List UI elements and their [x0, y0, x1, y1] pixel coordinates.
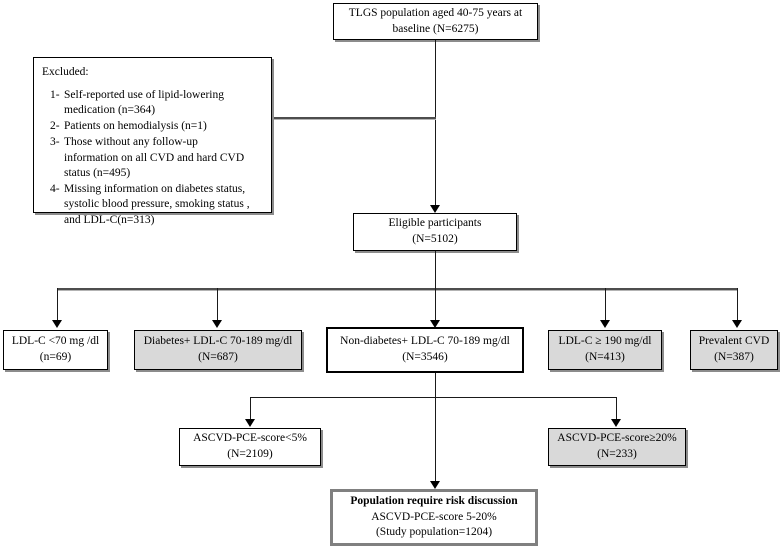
node-nondiabetes-ldlc-line2: (N=3546) — [402, 351, 448, 363]
excluded-item-text: Missing information on diabetes status, … — [64, 182, 271, 228]
node-eligible-line1: Eligible participants — [388, 217, 482, 230]
excluded-item-line3: and LDL-C(n=313) — [64, 213, 155, 226]
node-source-line1: TLGS population aged 40-75 years at — [348, 6, 523, 19]
excluded-item-number: 1- — [50, 88, 60, 101]
node-ldlc-over-190: LDL-C ≥ 190 mg/dl (N=413) — [548, 330, 662, 370]
node-prevalent-cvd: Prevalent CVD (N=387) — [690, 330, 778, 370]
node-final-title: Population require risk discussion — [350, 495, 518, 508]
connector-branch-1 — [57, 288, 58, 322]
connector-branch-3 — [435, 288, 436, 322]
node-ldlc-over-190-line1: LDL-C ≥ 190 mg/dl — [558, 335, 652, 348]
node-eligible-participants: Eligible participants (N=5102) — [353, 213, 517, 251]
arrowhead-eligible — [430, 205, 440, 213]
excluded-item-number: 4- — [50, 183, 60, 196]
connector-to-excluded — [272, 117, 436, 119]
connector-score-low — [250, 397, 251, 421]
node-ldlc-over-190-line2: (N=413) — [585, 351, 625, 363]
excluded-item-line2: information on all CVD and hard CVD — [64, 151, 245, 164]
connector-branch-5 — [737, 288, 738, 322]
arrowhead-score-high — [611, 419, 621, 427]
arrowhead-branch-2 — [212, 320, 222, 328]
excluded-item-line2: systolic blood pressure, smoking status … — [64, 198, 250, 211]
list-item: 3- Those without any follow-up informati… — [34, 135, 271, 181]
arrowhead-branch-1 — [52, 320, 62, 328]
excluded-item-number: 2- — [50, 120, 60, 133]
node-diabetes-ldlc: Diabetes+ LDL-C 70-189 mg/dl (N=687) — [134, 330, 302, 370]
arrowhead-score-low — [245, 419, 255, 427]
node-nondiabetes-ldlc: Non-diabetes+ LDL-C 70-189 mg/dl (N=3546… — [326, 327, 524, 373]
node-ldlc-under-70: LDL-C <70 mg /dl (n=69) — [3, 330, 108, 370]
node-final-line3: (Study population=1204) — [375, 526, 493, 539]
connector-branch-2 — [217, 288, 218, 322]
node-ldlc-under-70-line2: (n=69) — [39, 351, 72, 363]
excluded-item-line1: Missing information on diabetes status, — [64, 183, 246, 196]
excluded-item-line2: medication (n=364) — [64, 103, 156, 116]
arrowhead-branch-5 — [732, 320, 742, 328]
node-prevalent-cvd-line1: Prevalent CVD — [698, 335, 770, 348]
connector-score-high — [616, 397, 617, 421]
connector-source-to-eligible — [435, 40, 436, 211]
excluded-item-line1: Those without any follow-up — [64, 136, 198, 149]
excluded-item-text: Those without any follow-up information … — [64, 135, 271, 181]
node-source-population: TLGS population aged 40-75 years at base… — [333, 3, 538, 40]
connector-nondiabetes-down — [435, 373, 436, 487]
list-item: 4- Missing information on diabetes statu… — [34, 182, 271, 228]
node-diabetes-ldlc-line2: (N=687) — [198, 351, 238, 363]
node-eligible-line2: (N=5102) — [412, 233, 458, 245]
node-prevalent-cvd-line2: (N=387) — [714, 351, 754, 363]
node-nondiabetes-ldlc-line1: Non-diabetes+ LDL-C 70-189 mg/dl — [340, 335, 510, 348]
connector-branch-4 — [605, 288, 606, 322]
node-ascvd-score-under-5-line2: (N=2109) — [227, 448, 273, 460]
node-ascvd-score-under-5: ASCVD-PCE-score<5% (N=2109) — [179, 428, 321, 466]
arrowhead-final — [430, 481, 440, 489]
node-ascvd-score-over-20-line2: (N=233) — [597, 448, 637, 460]
excluded-list: 1- Self-reported use of lipid-lowering m… — [34, 88, 271, 230]
node-ascvd-score-over-20-line1: ASCVD-PCE-score≥20% — [557, 432, 677, 445]
excluded-item-number: 3- — [50, 136, 60, 149]
arrowhead-branch-3 — [430, 320, 440, 328]
excluded-item-line1: Patients on hemodialysis (n=1) — [64, 120, 207, 133]
node-source-line2: baseline (N=6275) — [392, 22, 479, 35]
node-ldlc-under-70-line1: LDL-C <70 mg /dl — [11, 335, 100, 348]
excluded-item-line1: Self-reported use of lipid-lowering — [64, 88, 224, 101]
excluded-item-text: Self-reported use of lipid-lowering medi… — [64, 88, 271, 119]
node-ascvd-score-under-5-line1: ASCVD-PCE-score<5% — [193, 432, 307, 445]
arrowhead-branch-4 — [600, 320, 610, 328]
excluded-item-text: Patients on hemodialysis (n=1) — [64, 119, 271, 134]
branch-distribution-bar — [57, 288, 738, 290]
score-distribution-bar — [250, 397, 616, 398]
node-ascvd-score-over-20: ASCVD-PCE-score≥20% (N=233) — [548, 428, 686, 466]
node-final-line2: ASCVD-PCE-score 5-20% — [371, 510, 497, 523]
node-final-study-population: Population require risk discussion ASCVD… — [330, 489, 538, 546]
node-excluded-criteria: Excluded: 1- Self-reported use of lipid-… — [33, 57, 272, 226]
excluded-item-line3: status (n=495) — [64, 166, 131, 179]
node-diabetes-ldlc-line1: Diabetes+ LDL-C 70-189 mg/dl — [143, 335, 293, 348]
excluded-title: Excluded: — [42, 66, 89, 78]
connector-eligible-to-branchbar — [435, 251, 436, 289]
list-item: 2- Patients on hemodialysis (n=1) — [34, 119, 271, 134]
list-item: 1- Self-reported use of lipid-lowering m… — [34, 88, 271, 119]
